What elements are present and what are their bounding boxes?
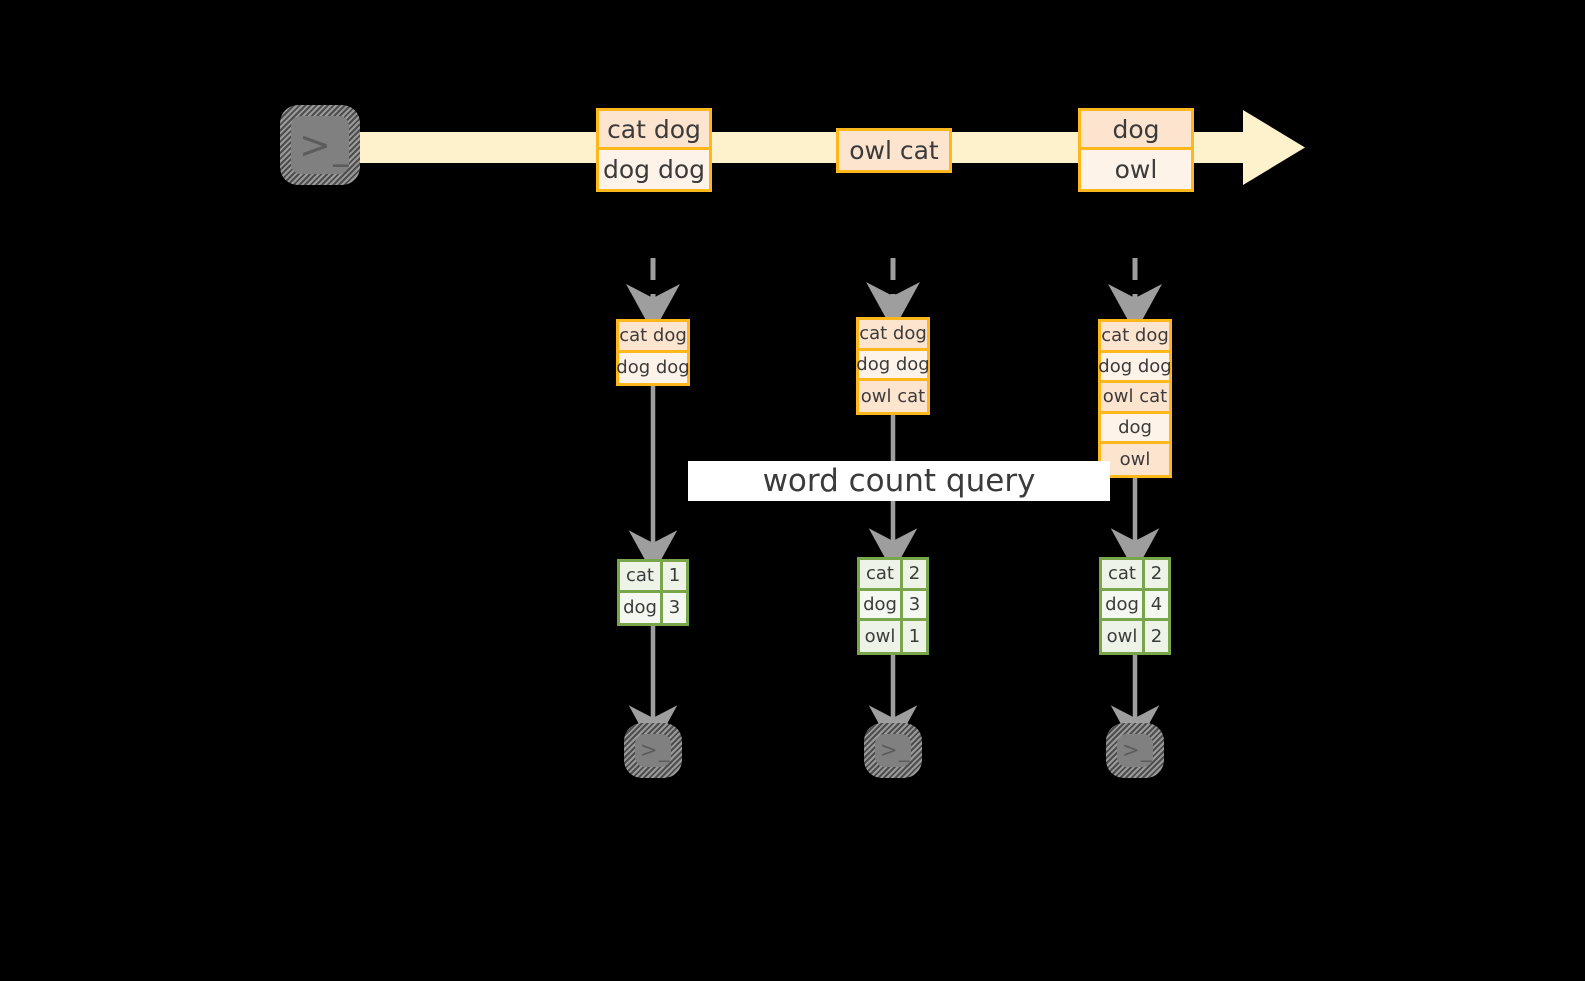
stream-arrow <box>360 110 1305 185</box>
terminal-prompt-glyph: >_ <box>640 737 671 762</box>
result-count: 1 <box>903 621 926 652</box>
result-word: dog <box>860 590 903 618</box>
stream-batch-2: owl cat <box>836 128 952 173</box>
result-count: 3 <box>663 592 686 623</box>
input-table-1: cat dog dog dog <box>616 319 690 386</box>
terminal-screen: >_ <box>635 734 671 767</box>
terminal-prompt-glyph: >_ <box>299 122 349 167</box>
result-word: owl <box>1102 621 1145 652</box>
input-row: cat dog <box>1101 322 1169 353</box>
result-count: 2 <box>1145 560 1168 588</box>
stream-batch-1: cat dog dog dog <box>596 108 712 192</box>
result-count: 3 <box>903 590 926 618</box>
stream-batch-3: dog owl <box>1078 108 1194 192</box>
table-row: cat 2 <box>860 560 926 591</box>
result-word: cat <box>860 560 903 588</box>
input-row: dog dog <box>616 352 690 383</box>
result-count: 2 <box>903 560 926 588</box>
sink-terminal-icon-1: >_ <box>624 723 682 778</box>
result-word: dog <box>620 592 663 623</box>
table-row: dog 3 <box>620 592 686 623</box>
input-row: dog <box>1101 413 1169 444</box>
table-row: cat 1 <box>620 562 686 593</box>
input-row: dog dog <box>856 350 930 381</box>
input-row: owl cat <box>859 381 927 412</box>
result-count: 4 <box>1145 590 1168 618</box>
result-table-3: cat 2 dog 4 owl 2 <box>1099 557 1171 655</box>
query-label-text: word count query <box>762 463 1036 499</box>
result-word: cat <box>1102 560 1145 588</box>
result-word: dog <box>1102 590 1145 618</box>
result-word: cat <box>620 562 663 590</box>
input-row: cat dog <box>619 322 687 353</box>
sink-terminal-icon-3: >_ <box>1106 723 1164 778</box>
terminal-prompt-glyph: >_ <box>1122 737 1153 762</box>
input-row: owl cat <box>1101 383 1169 414</box>
result-word: owl <box>860 621 903 652</box>
input-table-2: cat dog dog dog owl cat <box>856 317 930 415</box>
stream-record: owl cat <box>839 131 949 170</box>
result-table-2: cat 2 dog 3 owl 1 <box>857 557 929 655</box>
stream-record: cat dog <box>599 111 709 150</box>
terminal-screen: >_ <box>291 116 349 174</box>
table-row: dog 3 <box>860 590 926 621</box>
table-row: owl 1 <box>860 621 926 652</box>
terminal-prompt-glyph: >_ <box>880 737 911 762</box>
query-label: word count query <box>688 461 1110 501</box>
table-row: dog 4 <box>1102 590 1168 621</box>
input-table-3: cat dog dog dog owl cat dog owl <box>1098 319 1172 478</box>
result-table-1: cat 1 dog 3 <box>617 559 689 626</box>
stream-record: dog <box>1081 111 1191 150</box>
table-row: owl 2 <box>1102 621 1168 652</box>
table-row: cat 2 <box>1102 560 1168 591</box>
sink-terminal-icon-2: >_ <box>864 723 922 778</box>
input-row: dog dog <box>1098 352 1172 383</box>
stream-record: dog dog <box>599 150 709 189</box>
input-row: owl <box>1101 444 1169 475</box>
stream-record: owl <box>1081 150 1191 189</box>
result-count: 2 <box>1145 621 1168 652</box>
terminal-screen: >_ <box>875 734 911 767</box>
terminal-screen: >_ <box>1117 734 1153 767</box>
result-count: 1 <box>663 562 686 590</box>
input-row: cat dog <box>859 320 927 351</box>
source-terminal-icon: >_ <box>280 105 360 185</box>
